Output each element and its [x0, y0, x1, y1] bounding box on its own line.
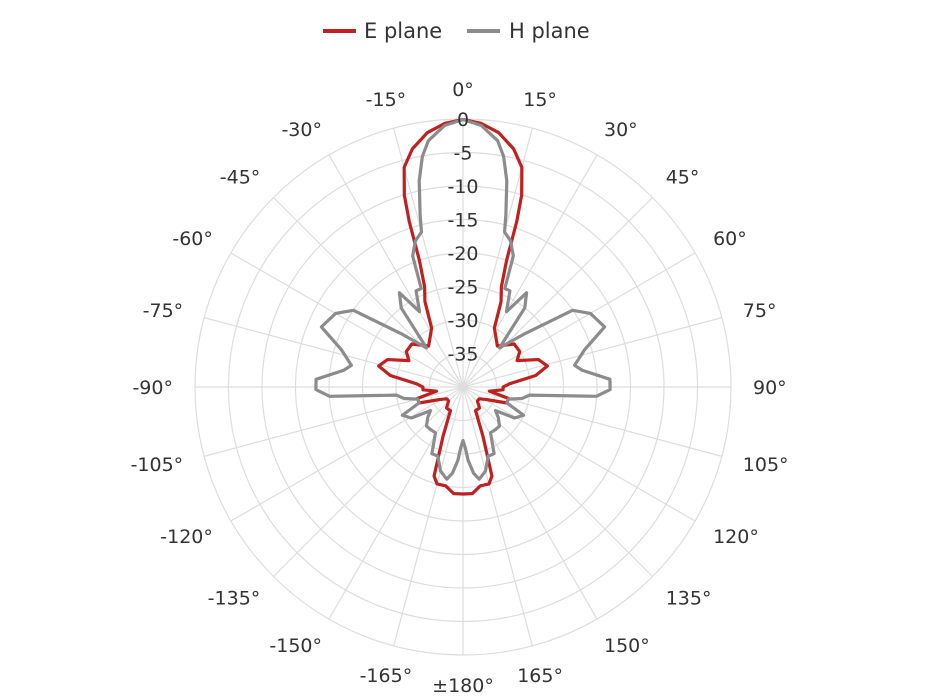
- grid-spoke: [462, 386, 533, 647]
- angle-tick-label: -90°: [132, 377, 173, 399]
- grid-spoke: [462, 154, 598, 388]
- radial-tick-label: 0: [457, 109, 469, 131]
- angle-tick-label: -75°: [143, 300, 184, 322]
- grid-spoke: [462, 197, 653, 388]
- angle-tick-label: -120°: [160, 526, 213, 548]
- grid-spoke: [328, 386, 464, 620]
- radial-tick-label: -35: [447, 344, 478, 366]
- series-line-h-plane: [314, 117, 612, 481]
- angle-tick-label: 135°: [666, 588, 712, 610]
- angle-tick-label: 30°: [604, 119, 638, 141]
- angle-tick-label: 120°: [713, 526, 759, 548]
- angle-tick-label: 0°: [452, 79, 474, 101]
- radial-tick-label: -20: [447, 243, 478, 265]
- legend-label-h-plane: H plane: [509, 19, 590, 43]
- legend-item-e-plane[interactable]: E plane: [323, 19, 442, 43]
- grid-spoke: [273, 197, 464, 388]
- angle-tick-label: ±180°: [432, 675, 494, 696]
- angle-tick-label: 90°: [753, 377, 787, 399]
- radial-tick-label: -30: [447, 310, 478, 332]
- grid-spoke: [203, 317, 464, 388]
- angle-tick-label: -165°: [360, 665, 413, 687]
- grid-spoke: [462, 386, 653, 577]
- angle-tick-label: 45°: [666, 166, 700, 188]
- angle-tick-label: 15°: [523, 89, 557, 111]
- legend-label-e-plane: E plane: [364, 19, 442, 43]
- plot-area: [314, 117, 612, 496]
- radial-tick-label: -5: [454, 143, 473, 165]
- grid-spoke: [230, 252, 464, 388]
- radial-tick-label: -15: [447, 210, 478, 232]
- grid-spoke: [230, 386, 464, 522]
- angle-tick-label: 60°: [713, 228, 747, 250]
- angle-tick-label: -150°: [269, 635, 322, 657]
- angle-tick-label: 165°: [517, 665, 563, 687]
- angle-tick-label: -60°: [172, 228, 213, 250]
- grid-spoke: [273, 386, 464, 577]
- grid-spoke: [328, 154, 464, 388]
- grid-spoke: [462, 386, 696, 522]
- angle-tick-label: -135°: [208, 588, 261, 610]
- angle-tick-label: -30°: [281, 119, 322, 141]
- grid-spoke: [462, 252, 696, 388]
- radial-axis-labels: 0 -5 -10 -15 -20 -25 -30 -35: [447, 109, 478, 366]
- radial-tick-label: -10: [447, 176, 478, 198]
- angle-tick-label: -15°: [366, 89, 407, 111]
- angle-tick-label: 150°: [604, 635, 650, 657]
- radial-tick-label: -25: [447, 277, 478, 299]
- legend[interactable]: E plane H plane: [323, 19, 590, 43]
- angle-tick-label: -105°: [131, 454, 184, 476]
- polar-grid: [194, 118, 732, 656]
- series-line-e-plane: [377, 117, 549, 496]
- angle-tick-label: 105°: [743, 454, 789, 476]
- grid-spoke: [462, 317, 723, 388]
- angular-axis-labels: 0° 15° 30° 45° 60° 75° 90° 105° 120° 135° 150° 165°…: [131, 79, 789, 696]
- grid-spoke: [462, 386, 598, 620]
- angle-tick-label: -45°: [220, 166, 261, 188]
- angle-tick-label: 75°: [743, 300, 777, 322]
- grid-spoke: [393, 386, 464, 647]
- legend-item-h-plane[interactable]: H plane: [467, 19, 590, 43]
